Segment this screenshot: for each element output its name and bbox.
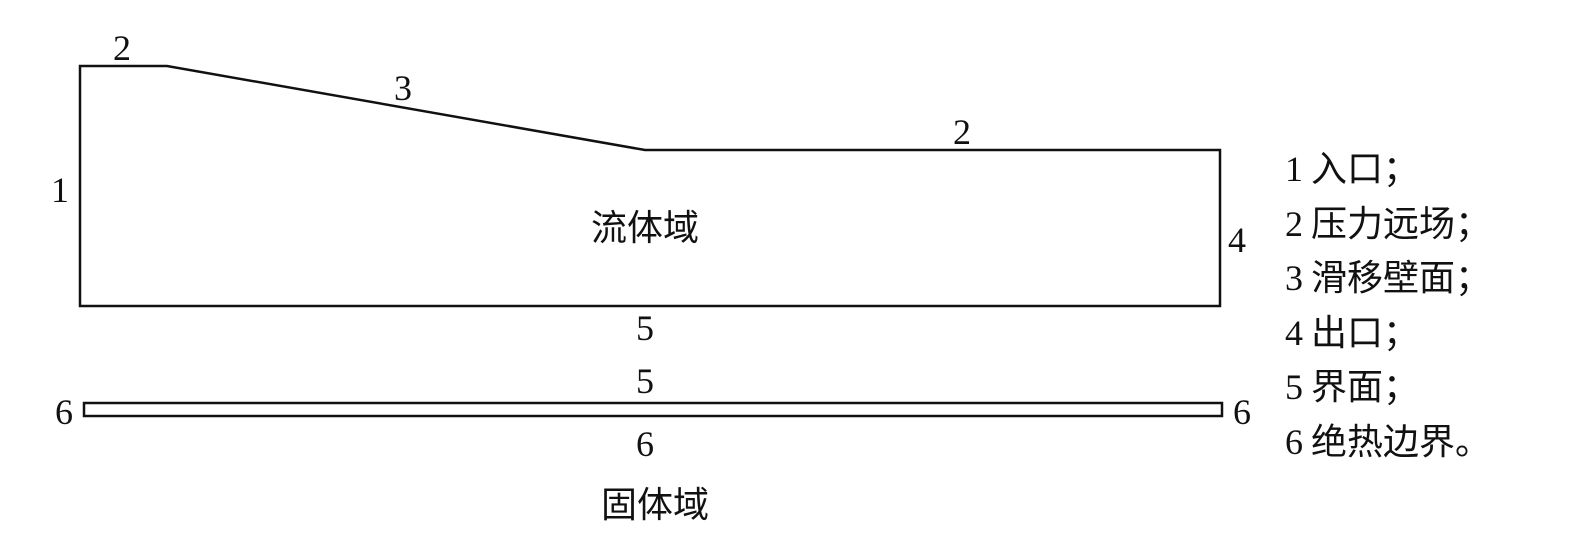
legend-text: 界面； xyxy=(1311,367,1420,407)
boundary-label-outlet: 4 xyxy=(1228,220,1246,260)
boundary-label-top-left: 2 xyxy=(113,28,131,68)
legend-text: 压力远场； xyxy=(1311,203,1492,244)
fluid-domain-outline xyxy=(78,64,1222,308)
boundary-label-fluid-bottom: 5 xyxy=(636,308,654,348)
legend-text: 滑移壁面； xyxy=(1311,258,1492,298)
boundary-label-slope: 3 xyxy=(394,68,412,108)
boundary-label-solid-right: 6 xyxy=(1233,392,1251,432)
legend-num: 3 xyxy=(1285,258,1303,298)
legend-num: 1 xyxy=(1285,149,1303,189)
legend-num: 5 xyxy=(1285,367,1303,407)
boundary-label-solid-left: 6 xyxy=(55,392,73,432)
fluid-domain-label: 流体域 xyxy=(590,208,700,248)
legend-text: 出口； xyxy=(1311,312,1420,353)
legend-num: 4 xyxy=(1285,312,1303,353)
legend-num: 6 xyxy=(1285,421,1303,462)
boundary-label-solid-bottom: 6 xyxy=(636,424,654,464)
legend-num: 2 xyxy=(1285,203,1303,244)
solid-domain-outline xyxy=(82,401,1224,418)
boundary-label-inlet: 1 xyxy=(51,170,69,210)
boundary-label-top-right: 2 xyxy=(953,112,971,152)
legend-text: 入口； xyxy=(1311,149,1420,189)
legend-text: 绝热边界。 xyxy=(1311,421,1492,462)
solid-domain-label: 固体域 xyxy=(600,485,710,525)
boundary-label-solid-top: 5 xyxy=(636,361,654,401)
